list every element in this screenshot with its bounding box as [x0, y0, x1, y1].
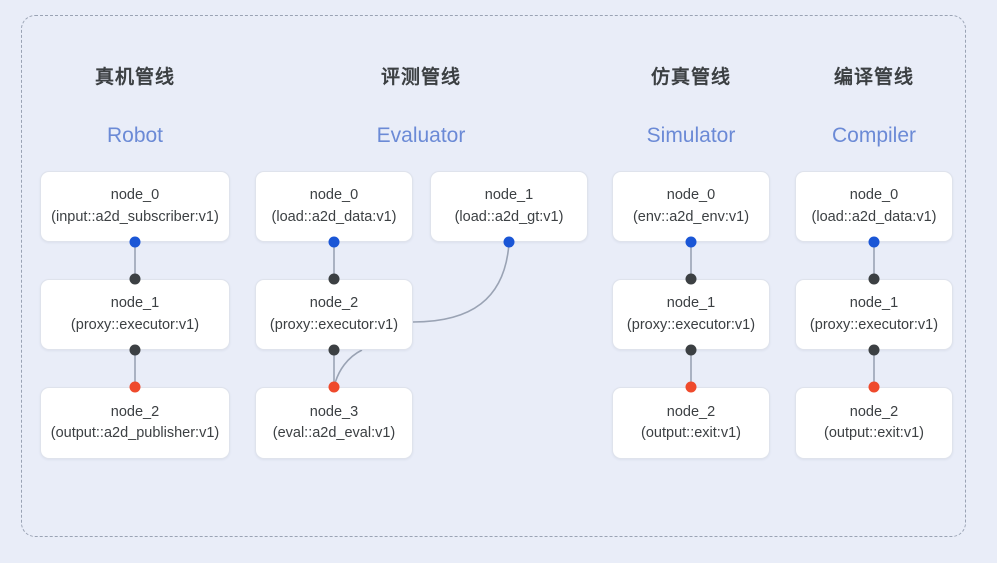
port-evaluator-node_2-output[interactable] — [328, 344, 340, 356]
node-spec: (output::exit:v1) — [824, 425, 924, 441]
node-simulator-node_1[interactable]: node_1 (proxy::executor:v1) — [612, 279, 770, 350]
port-compiler-node_0-output[interactable] — [868, 236, 880, 248]
node-spec: (input::a2d_subscriber:v1) — [51, 208, 219, 225]
port-robot-node_2-input[interactable] — [129, 381, 141, 393]
diagram-dashed-border — [21, 15, 966, 537]
port-robot-node_1-output[interactable] — [129, 344, 141, 356]
node-spec: (load::a2d_data:v1) — [271, 208, 397, 225]
node-name: node_1 — [484, 187, 534, 204]
node-evaluator-node_3[interactable]: node_3 (eval::a2d_eval:v1) — [255, 387, 413, 459]
node-simulator-node_0[interactable]: node_0 (env::a2d_env:v1) — [612, 171, 770, 242]
node-spec: (output::a2d_publisher:v1) — [50, 425, 220, 441]
node-name: node_2 — [309, 295, 359, 312]
node-evaluator-node_0[interactable]: node_0 (load::a2d_data:v1) — [255, 171, 413, 242]
node-name: node_1 — [110, 295, 160, 312]
node-name: node_1 — [666, 295, 716, 312]
port-evaluator-node_2-input[interactable] — [328, 273, 340, 285]
node-evaluator-node_2[interactable]: node_2 (proxy::executor:v1) — [255, 279, 413, 350]
node-spec: (proxy::executor:v1) — [626, 316, 756, 333]
port-compiler-node_2-input[interactable] — [868, 381, 880, 393]
node-evaluator-node_1[interactable]: node_1 (load::a2d_gt:v1) — [430, 171, 588, 242]
node-name: node_0 — [309, 187, 359, 204]
column-title-en-compiler: Compiler — [831, 124, 917, 147]
node-compiler-node_0[interactable]: node_0 (load::a2d_data:v1) — [795, 171, 953, 242]
node-compiler-node_2[interactable]: node_2 (output::exit:v1) — [795, 387, 953, 459]
column-title-cn-simulator: 仿真管线 — [650, 67, 731, 88]
column-title-en-simulator: Simulator — [646, 124, 736, 147]
node-spec: (env::a2d_env:v1) — [632, 208, 750, 225]
node-spec: (eval::a2d_eval:v1) — [272, 425, 396, 441]
port-simulator-node_1-output[interactable] — [685, 344, 697, 356]
node-spec: (proxy::executor:v1) — [269, 316, 399, 333]
port-simulator-node_2-input[interactable] — [685, 381, 697, 393]
node-robot-node_2[interactable]: node_2 (output::a2d_publisher:v1) — [40, 387, 230, 459]
node-name: node_3 — [309, 403, 359, 420]
node-spec: (load::a2d_gt:v1) — [454, 208, 564, 225]
port-evaluator-node_0-output[interactable] — [328, 236, 340, 248]
node-name: node_2 — [666, 403, 716, 420]
node-name: node_1 — [849, 295, 899, 312]
node-spec: (proxy::executor:v1) — [809, 316, 939, 333]
column-title-cn-robot: 真机管线 — [94, 67, 175, 88]
port-simulator-node_1-input[interactable] — [685, 273, 697, 285]
port-robot-node_1-input[interactable] — [129, 273, 141, 285]
node-simulator-node_2[interactable]: node_2 (output::exit:v1) — [612, 387, 770, 459]
node-compiler-node_1[interactable]: node_1 (proxy::executor:v1) — [795, 279, 953, 350]
column-title-en-evaluator: Evaluator — [376, 124, 466, 147]
column-title-cn-evaluator: 评测管线 — [380, 67, 461, 88]
port-compiler-node_1-input[interactable] — [868, 273, 880, 285]
node-spec: (proxy::executor:v1) — [70, 316, 200, 333]
port-compiler-node_1-output[interactable] — [868, 344, 880, 356]
node-robot-node_0[interactable]: node_0 (input::a2d_subscriber:v1) — [40, 171, 230, 242]
column-title-cn-compiler: 编译管线 — [833, 67, 914, 88]
port-robot-node_0-output[interactable] — [129, 236, 141, 248]
port-simulator-node_0-output[interactable] — [685, 236, 697, 248]
node-robot-node_1[interactable]: node_1 (proxy::executor:v1) — [40, 279, 230, 350]
port-evaluator-node_3-input[interactable] — [328, 381, 340, 393]
node-name: node_0 — [666, 187, 716, 204]
node-spec: (output::exit:v1) — [641, 425, 741, 441]
node-name: node_0 — [849, 187, 899, 204]
column-title-en-robot: Robot — [106, 124, 164, 147]
node-name: node_2 — [849, 403, 899, 420]
node-name: node_0 — [110, 187, 160, 204]
port-evaluator-node_1-output[interactable] — [503, 236, 515, 248]
node-name: node_2 — [110, 403, 160, 420]
node-spec: (load::a2d_data:v1) — [811, 208, 937, 225]
